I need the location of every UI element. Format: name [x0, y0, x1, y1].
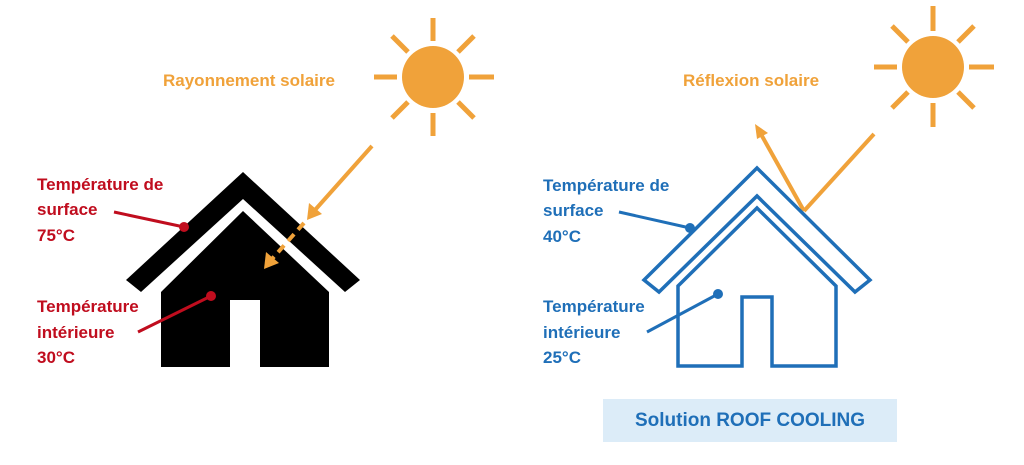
interior-temp-line2: intérieure	[37, 323, 115, 342]
surface-temp-value: 75°C	[37, 226, 75, 245]
surface-temp-line2: surface	[37, 200, 98, 219]
surface-temp-line1: Température de	[543, 176, 670, 195]
surface-temp-value: 40°C	[543, 227, 581, 246]
sun-label-reflection: Réflexion solaire	[683, 71, 820, 90]
surface-temp-line2: surface	[543, 201, 604, 220]
interior-temp-leader-cool	[646, 289, 723, 334]
interior-temp-leader-hot	[137, 291, 216, 334]
radiation-arrow-dashed	[264, 221, 306, 269]
reflection-arrow	[755, 124, 876, 213]
surface-temp-line1: Température de	[37, 175, 164, 194]
surface-temp-leader-cool	[618, 210, 695, 233]
house-icon-cool	[641, 165, 873, 368]
sun-label-radiation: Rayonnement solaire	[163, 71, 335, 90]
radiation-arrow	[307, 144, 374, 220]
interior-temp-line2: intérieure	[543, 323, 621, 342]
surface-temp-leader-hot	[113, 210, 189, 232]
house-icon-hot	[126, 172, 360, 367]
interior-temp-value: 30°C	[37, 348, 75, 367]
interior-temp-line1: Température	[37, 297, 139, 316]
sun-icon-left	[374, 18, 494, 136]
interior-temp-line1: Température	[543, 297, 645, 316]
interior-temp-value: 25°C	[543, 348, 581, 367]
sun-icon-right	[874, 6, 994, 127]
solution-banner: Solution ROOF COOLING	[603, 399, 897, 442]
